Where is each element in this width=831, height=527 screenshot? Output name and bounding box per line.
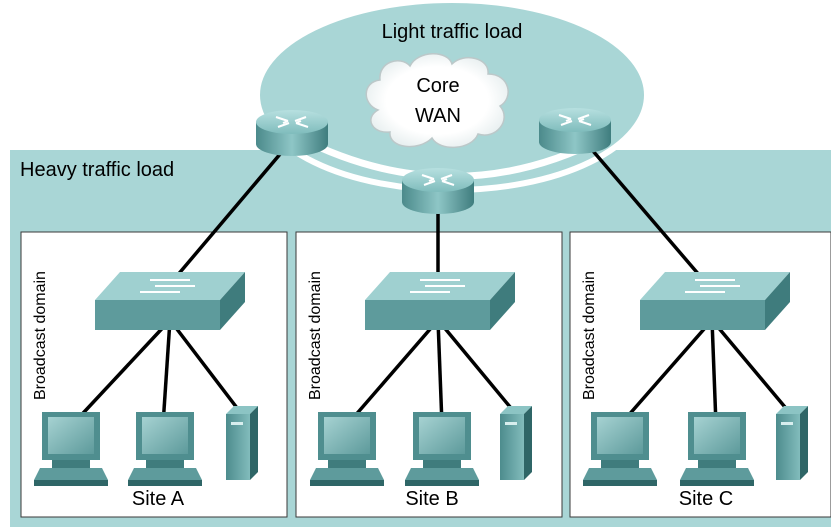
pc-icon (34, 412, 108, 486)
pc-icon (680, 412, 754, 486)
router-a-icon (256, 110, 328, 156)
wan-label: WAN (415, 105, 461, 127)
link-router-c-switch-c (573, 128, 714, 292)
switch-a-icon (95, 272, 245, 330)
core-label: Core (416, 75, 459, 97)
server-icon (500, 406, 532, 480)
site-b-label: Site B (405, 488, 458, 510)
pc-icon (405, 412, 479, 486)
router-b-icon (402, 168, 474, 214)
server-icon (226, 406, 258, 480)
broadcast-domain-label-b: Broadcast domain (307, 271, 324, 400)
switch-b-icon (365, 272, 515, 330)
site-c-label: Site C (679, 488, 733, 510)
router-c-icon (539, 108, 611, 154)
broadcast-domain-label-c: Broadcast domain (581, 271, 598, 400)
switch-c-icon (640, 272, 790, 330)
link-router-a-switch-a (163, 138, 294, 292)
broadcast-domain-label-a: Broadcast domain (32, 271, 49, 400)
pc-icon (310, 412, 384, 486)
server-icon (776, 406, 808, 480)
pc-icon (583, 412, 657, 486)
heavy-traffic-label: Heavy traffic load (20, 159, 174, 181)
site-a-label: Site A (132, 488, 185, 510)
hosts (34, 406, 808, 486)
links (70, 128, 802, 427)
core-wan-cloud-icon (365, 53, 509, 149)
pc-icon (128, 412, 202, 486)
light-traffic-label: Light traffic load (382, 21, 523, 43)
